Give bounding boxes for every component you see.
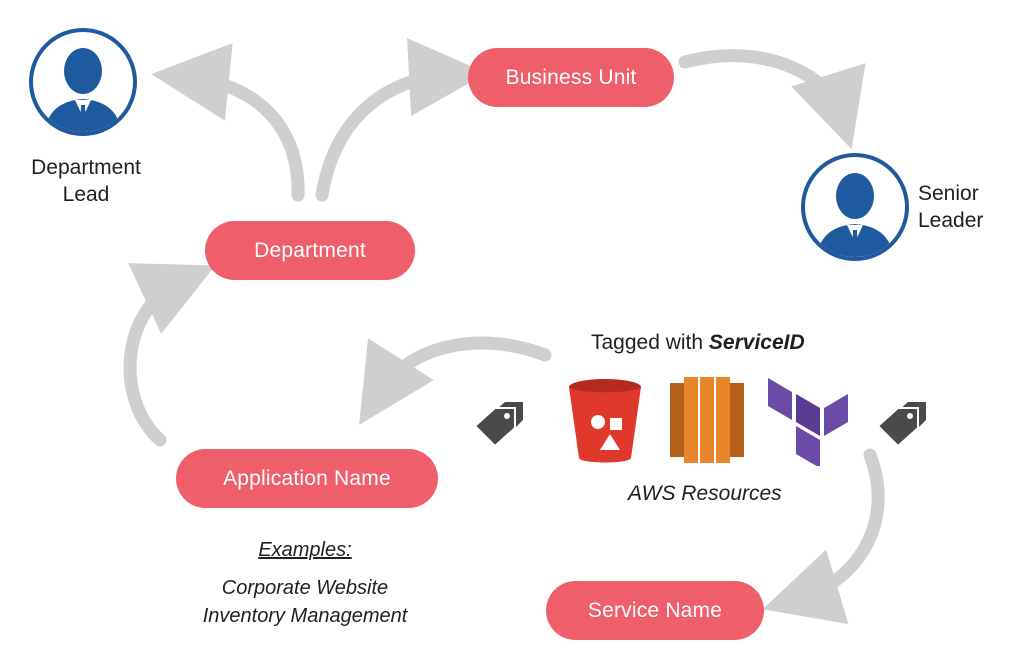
- person-icon: [29, 28, 137, 136]
- s3-bucket-icon: [566, 378, 644, 464]
- arrow-resources-to-service: [762, 448, 885, 625]
- example-item: Inventory Management: [202, 605, 408, 627]
- examples-heading: Examples:: [258, 539, 352, 561]
- tag-icon: [473, 400, 535, 448]
- department-lead-avatar: [28, 27, 138, 137]
- application-name-node: Application Name: [176, 449, 438, 508]
- arrow-department-to-lead: [151, 43, 305, 202]
- terraform-icon: [768, 376, 848, 468]
- arrow-department-to-business-unit: [315, 38, 487, 202]
- arrow-application-to-department: [123, 263, 216, 447]
- person-icon: [801, 153, 909, 261]
- business-unit-node: Business Unit: [468, 48, 674, 107]
- tag-icon: [876, 400, 938, 448]
- aws-resources-label: AWS Resources: [628, 482, 782, 505]
- senior-leader-avatar: [800, 152, 910, 262]
- examples-block: Examples: Corporate Website Inventory Ma…: [160, 536, 450, 630]
- department-node: Department: [205, 221, 415, 280]
- arrow-resources-to-application: [358, 336, 552, 425]
- department-lead-label: Department Lead: [31, 156, 141, 206]
- arrow-business-unit-to-senior: [678, 49, 866, 150]
- example-item: Corporate Website: [221, 577, 389, 599]
- ec2-icon: [670, 375, 746, 465]
- tagged-with-label: Tagged with ServiceID: [591, 331, 805, 354]
- service-name-node: Service Name: [546, 581, 764, 640]
- senior-leader-label: Senior Leader: [918, 182, 984, 232]
